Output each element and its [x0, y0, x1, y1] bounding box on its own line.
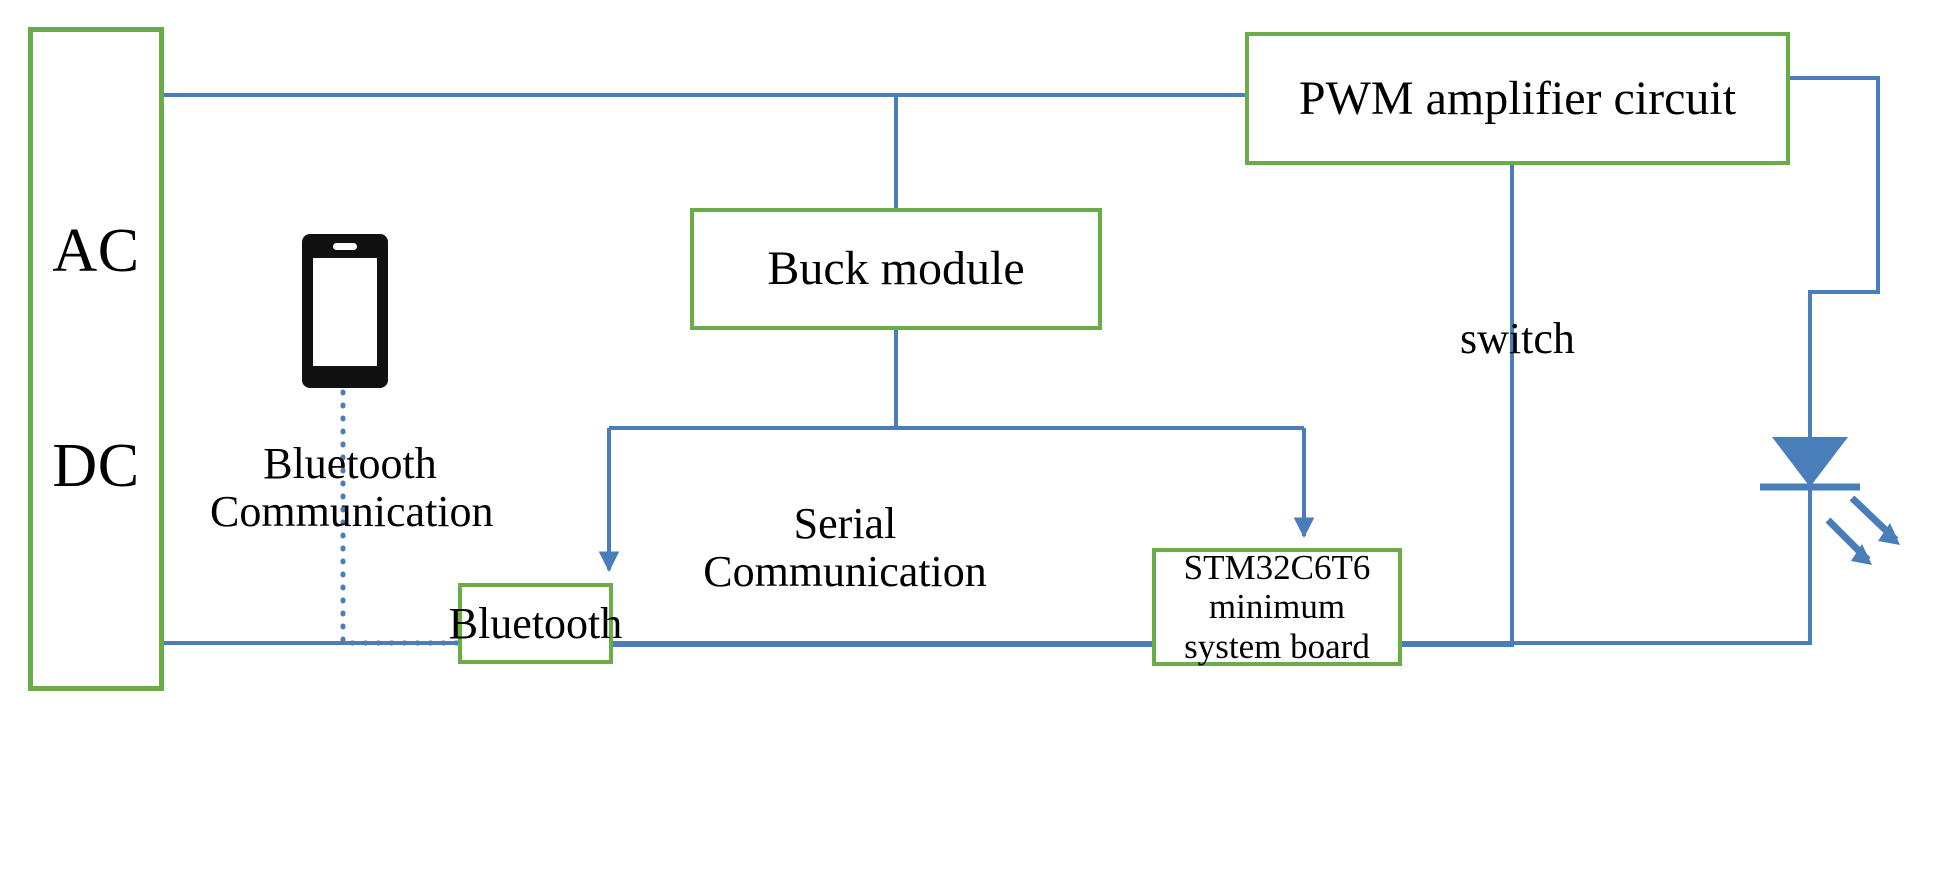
wire-pwm-to-led [1790, 76, 1880, 437]
bluetooth-communication-label: Bluetooth Communication [210, 439, 494, 537]
switch-label: switch [1460, 314, 1575, 363]
led-diode-icon [1760, 437, 1900, 565]
bluetooth-module-box[interactable]: Bluetooth [449, 583, 622, 664]
wire-phone-to-bluetooth-dotted [340, 389, 461, 646]
acdc-converter-labels: AC DC [28, 27, 164, 691]
wire-led-to-bottom-rail [163, 487, 1812, 645]
acdc-bottom-label: DC [52, 432, 140, 500]
serial-communication-label: Serial Communication [703, 499, 987, 597]
acdc-converter-box[interactable] [28, 27, 164, 691]
bluetooth-module-label: Bluetooth [448, 598, 623, 648]
pwm-amplifier-circuit-label: PWM amplifier circuit [1298, 71, 1737, 125]
pwm-amplifier-circuit-box[interactable]: PWM amplifier circuit [1245, 32, 1790, 165]
acdc-top-label: AC [52, 217, 140, 285]
buck-module-box[interactable]: Buck module [690, 208, 1102, 330]
acdc-arrow-spacer [91, 289, 105, 431]
buck-module-label: Buck module [767, 242, 1025, 296]
wire-stm32-to-pwm-switch [1402, 139, 1523, 647]
stm32-minimum-system-board-box[interactable]: STM32C6T6 minimum system board [1152, 548, 1402, 666]
smartphone-icon [302, 234, 388, 388]
stm32-minimum-system-board-label: STM32C6T6 minimum system board [1183, 548, 1371, 666]
